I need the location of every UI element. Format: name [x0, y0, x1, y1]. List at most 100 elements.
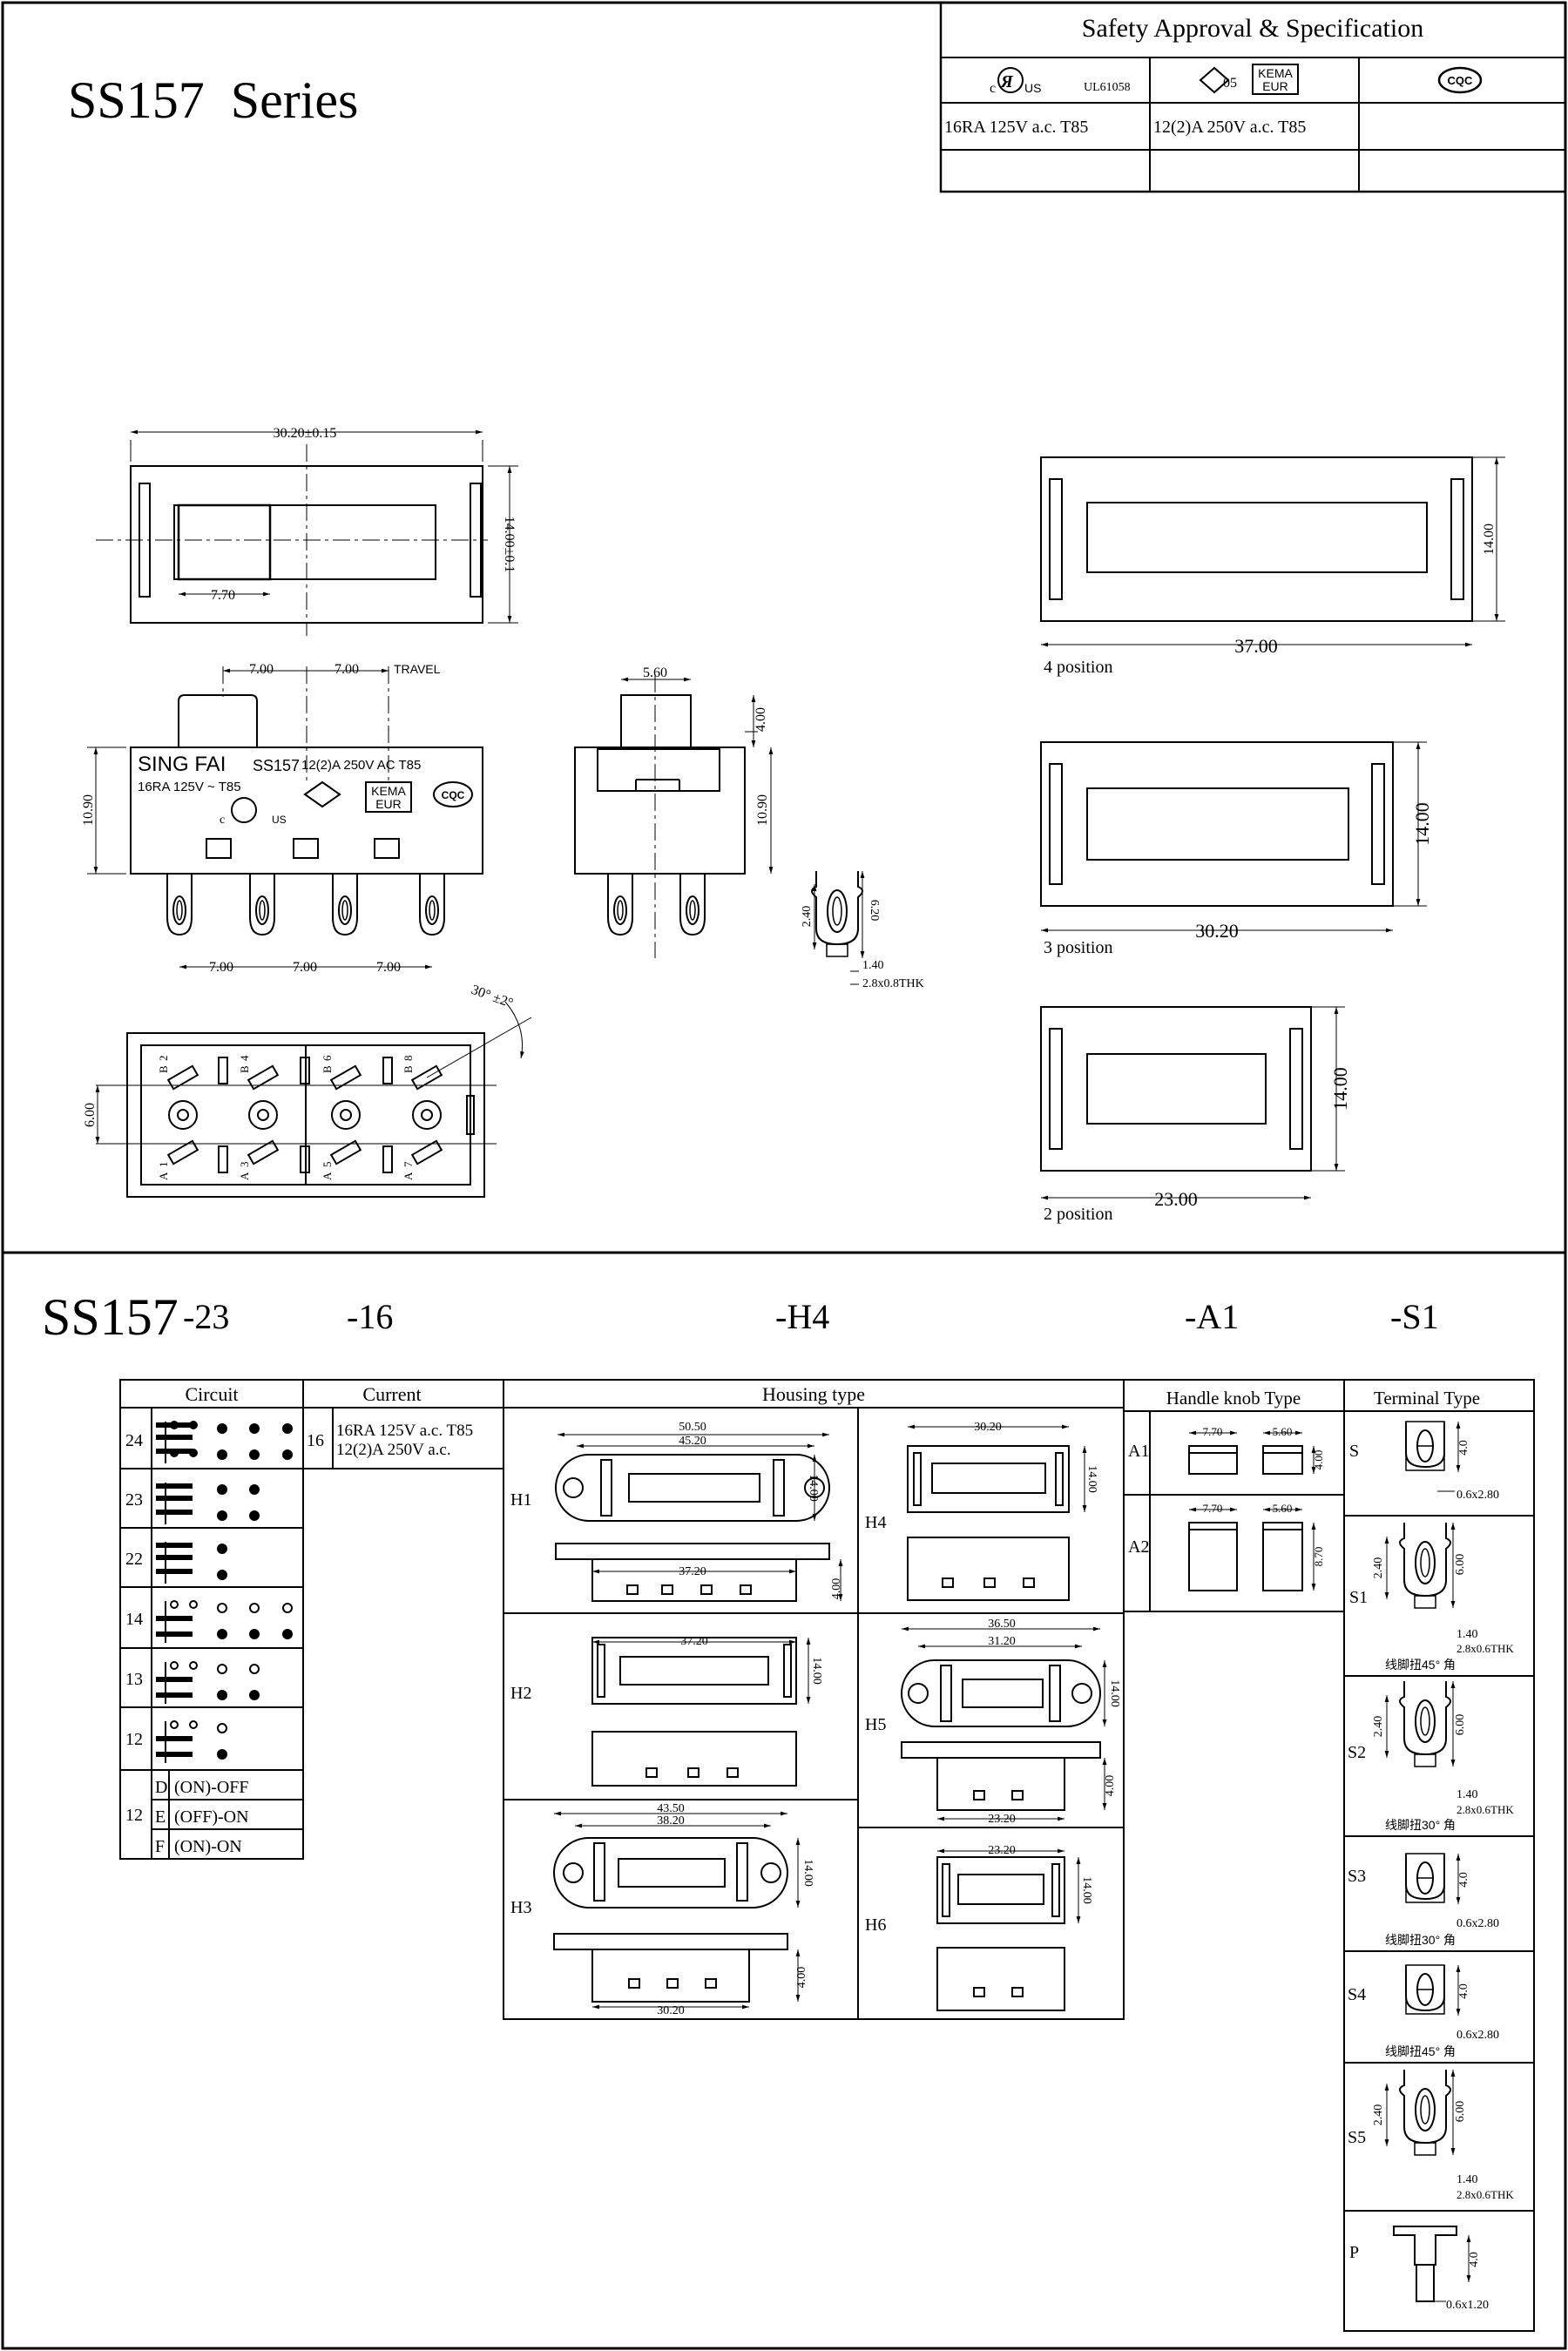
- pos3-height: 14.00: [1411, 802, 1433, 846]
- h2-label: H2: [510, 1684, 531, 1703]
- h1-dim-a: 50.50: [679, 1421, 706, 1434]
- svg-text:05: 05: [1223, 76, 1237, 91]
- h5-label: H5: [865, 1715, 886, 1734]
- svg-text:US: US: [272, 814, 287, 826]
- svg-text:B: B: [321, 1065, 334, 1073]
- term-s4-label: S4: [1348, 1985, 1366, 2004]
- term-s2-h: 6.00: [1454, 1714, 1467, 1736]
- current-line1: 16RA 125V a.c. T85: [336, 1422, 473, 1440]
- svg-text:Я: Я: [1000, 72, 1014, 91]
- terminal-detail: [811, 870, 865, 985]
- order-part-current: -16: [347, 1297, 393, 1336]
- order-part-circuit: -23: [183, 1297, 229, 1336]
- svg-text:E: E: [155, 1807, 166, 1827]
- svg-text:F: F: [155, 1837, 165, 1856]
- h3-dim-d: 30.20: [657, 2004, 685, 2017]
- svg-text:6: 6: [321, 1055, 334, 1061]
- enec-rating: 12(2)A 250V a.c. T85: [1153, 118, 1306, 137]
- term-s5-t: 2.8x0.6THK: [1456, 2188, 1514, 2201]
- housing-table: [503, 1379, 1125, 2020]
- svg-text:12: 12: [125, 1730, 143, 1749]
- term-s-label: S: [1349, 1442, 1359, 1461]
- h1-label: H1: [510, 1490, 531, 1510]
- svg-text:B: B: [238, 1065, 251, 1073]
- term-s5-drawing: [1384, 2069, 1456, 2156]
- bottom-view: [95, 1001, 532, 1198]
- order-part-knob: -A1: [1185, 1297, 1239, 1336]
- term-s1-note: 线脚扭45° 角: [1385, 1658, 1456, 1672]
- pos3-label: 3 position: [1044, 938, 1112, 957]
- pos4-height: 14.00: [1482, 524, 1497, 555]
- side-ul-mark-icon: c US: [220, 797, 287, 827]
- term-s2-note: 线脚扭30° 角: [1385, 1818, 1456, 1832]
- current-code: 16: [307, 1431, 324, 1450]
- term-s2-t: 2.8x0.6THK: [1456, 1803, 1514, 1816]
- term-s3-label: S3: [1348, 1867, 1366, 1886]
- svg-text:B: B: [157, 1065, 170, 1073]
- ul-logo-icon: c Я US: [990, 67, 1041, 96]
- svg-text:EUR: EUR: [1262, 79, 1288, 93]
- pos3-width: 30.20: [1195, 920, 1239, 942]
- svg-text:22: 22: [125, 1550, 143, 1569]
- svg-text:(ON)-OFF: (ON)-OFF: [174, 1778, 249, 1797]
- svg-text:US: US: [1024, 81, 1041, 95]
- h4-dim-a: 30.20: [974, 1421, 1002, 1434]
- term-s5-a: 2.40: [1372, 2104, 1385, 2126]
- approval-table: Safety Approval & Specification c Я US U…: [939, 1, 1567, 193]
- term-d4: 2.8x0.8THK: [862, 977, 924, 990]
- term-s2-label: S2: [1348, 1743, 1366, 1762]
- end-knob-h-dim: 4.00: [754, 707, 768, 732]
- term-p-label: P: [1349, 2243, 1359, 2262]
- circuit-table: [119, 1379, 304, 1860]
- h1-dim-c: 14.00: [807, 1474, 820, 1502]
- term-s3-drawing: [1405, 1853, 1461, 1904]
- svg-text:1: 1: [157, 1162, 170, 1168]
- svg-text:(OFF)-ON: (OFF)-ON: [174, 1807, 249, 1827]
- svg-text:3: 3: [238, 1162, 251, 1168]
- term-s4-h: 4.0: [1457, 1983, 1470, 1999]
- ul-file: UL61058: [1084, 81, 1131, 94]
- h4-dim-c: 14.00: [1085, 1465, 1098, 1493]
- side-enec-mark-icon: [303, 780, 341, 808]
- term-d2: 6.20: [868, 900, 881, 922]
- housing-h2-drawing: [591, 1637, 811, 1787]
- svg-text:B: B: [402, 1065, 415, 1073]
- svg-text:c: c: [990, 81, 996, 96]
- housing-h5-drawing: [901, 1626, 1107, 1821]
- term-s2-b: 1.40: [1456, 1788, 1478, 1801]
- term-s1-b: 1.40: [1456, 1628, 1478, 1641]
- side-model: SS157: [253, 757, 300, 774]
- h5-dim-d: 23.20: [988, 1813, 1016, 1826]
- housing-h3-drawing: [553, 1811, 801, 2010]
- term-s3-h: 4.0: [1457, 1872, 1470, 1888]
- h1-dim-d: 37.20: [679, 1565, 706, 1578]
- term-p-h: 4.0: [1468, 2252, 1481, 2267]
- svg-text:2: 2: [157, 1056, 170, 1062]
- end-knob-dim: 5.60: [643, 665, 667, 680]
- h6-label: H6: [865, 1915, 886, 1935]
- circuit-row-labels: 24 23 22 14 13 12 12 D (ON)-OFF E (OFF)-…: [125, 1431, 249, 1856]
- housing-h1-drawing: [555, 1432, 843, 1602]
- svg-text:(ON)-ON: (ON)-ON: [174, 1837, 242, 1856]
- knob-a1-w2: 5.60: [1273, 1425, 1293, 1438]
- term-s-drawing: [1405, 1421, 1461, 1492]
- side-rating-en: 12(2)A 250V AC T85: [301, 758, 421, 773]
- top-height-dim: 14.00±0.1: [502, 517, 517, 573]
- h5-dim-b: 31.20: [988, 1635, 1016, 1648]
- bottom-dim: 6.00: [83, 1103, 98, 1127]
- svg-text:24: 24: [125, 1431, 143, 1450]
- knob-a2-w: 7.70: [1203, 1502, 1223, 1515]
- term-s1-label: S1: [1349, 1588, 1368, 1607]
- top-view: [96, 429, 518, 636]
- terminal-header: Terminal Type: [1374, 1388, 1480, 1409]
- page-title: SS157 Series: [68, 71, 358, 129]
- bottom-angle: 30° ±2°: [470, 983, 515, 1011]
- svg-text:D: D: [155, 1778, 167, 1797]
- term-s1-a: 2.40: [1372, 1557, 1385, 1579]
- top-width-dim: 30.20±0.15: [274, 426, 337, 441]
- svg-text:14: 14: [125, 1610, 143, 1629]
- enec-logo-icon: 05: [1199, 66, 1237, 94]
- side-view: [87, 666, 483, 969]
- term-s5-h: 6.00: [1454, 2101, 1467, 2123]
- order-part-housing: -H4: [775, 1297, 829, 1336]
